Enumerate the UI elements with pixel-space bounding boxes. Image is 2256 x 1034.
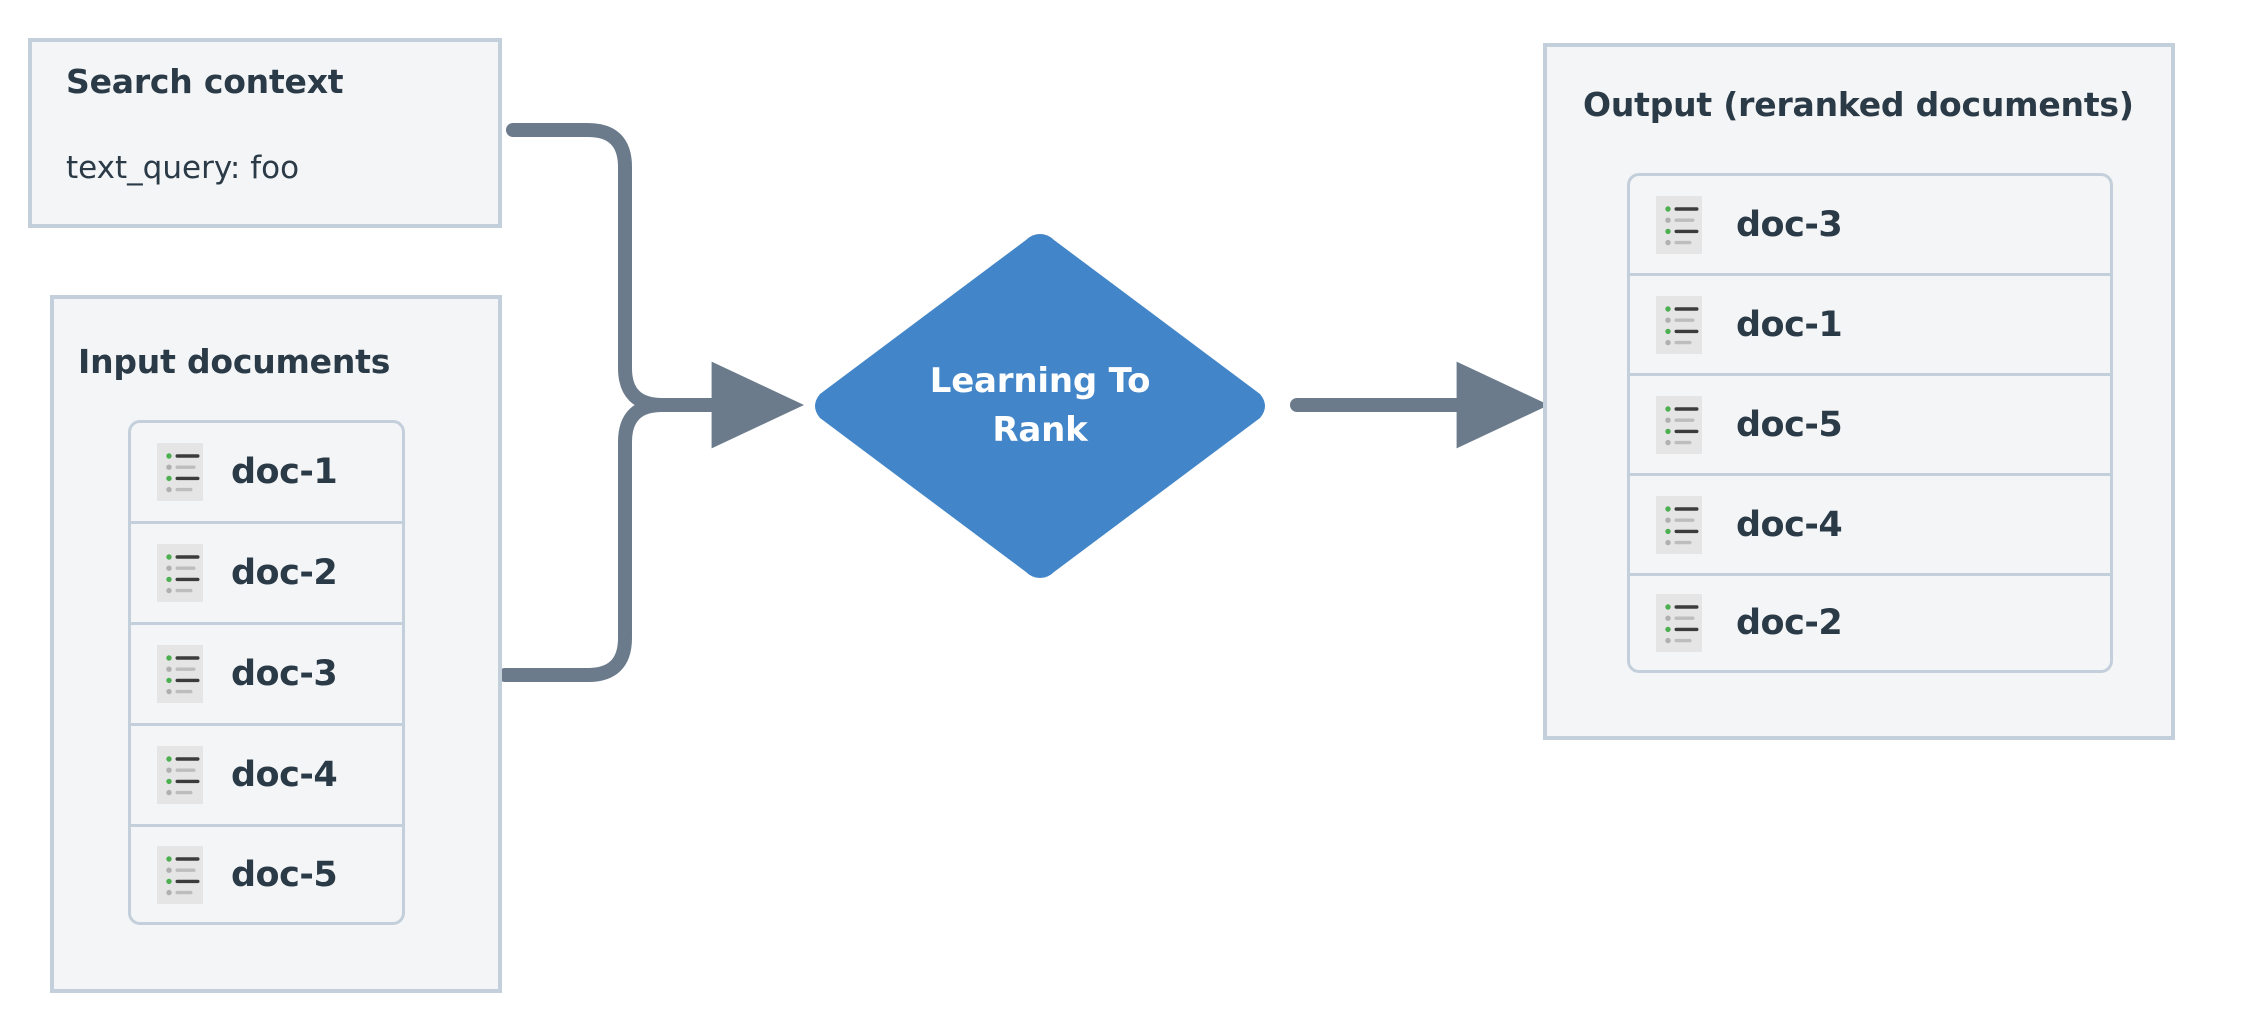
connector-input-documents-to-model [498, 398, 762, 682]
document-list-item[interactable]: doc-2 [1627, 573, 2113, 673]
document-list-item[interactable]: doc-5 [1627, 373, 2113, 473]
document-label: doc-1 [231, 452, 338, 492]
document-list-icon [1656, 495, 1702, 554]
document-list-icon [157, 443, 203, 501]
document-label: doc-3 [1736, 204, 1843, 245]
document-list-item[interactable]: doc-4 [128, 723, 405, 824]
document-list-icon [157, 845, 203, 904]
document-list-icon [157, 746, 203, 804]
input-documents-list: doc-1 doc-2 doc-3 doc-4 doc-5 [128, 420, 405, 925]
document-list-icon [1656, 295, 1702, 354]
document-list-icon [157, 645, 203, 703]
document-list-icon [1656, 395, 1702, 454]
document-label: doc-3 [231, 654, 338, 694]
input-documents-title: Input documents [78, 342, 391, 381]
connector-search-context-to-model [506, 123, 805, 449]
document-list-item[interactable]: doc-1 [1627, 273, 2113, 373]
output-documents-list: doc-3 doc-1 doc-5 doc-4 doc-2 [1627, 173, 2113, 673]
document-label: doc-2 [1736, 603, 1843, 643]
output-title: Output (reranked documents) [1583, 85, 2134, 124]
learning-to-rank-node[interactable]: Learning To Rank [808, 228, 1272, 584]
search-context-query-text: text_query: foo [66, 150, 300, 186]
document-label: doc-2 [231, 553, 338, 593]
diamond-shape [815, 234, 1265, 578]
search-context-title: Search context [66, 62, 344, 101]
document-list-icon [1656, 594, 1702, 652]
search-context-panel [28, 38, 502, 228]
document-label: doc-4 [1736, 504, 1843, 545]
document-list-item[interactable]: doc-3 [128, 622, 405, 723]
document-label: doc-5 [231, 854, 338, 895]
document-label: doc-5 [1736, 404, 1843, 445]
document-list-item[interactable]: doc-2 [128, 521, 405, 622]
document-list-item[interactable]: doc-1 [128, 420, 405, 521]
document-list-item[interactable]: doc-5 [128, 824, 405, 925]
document-label: doc-1 [1736, 304, 1843, 345]
document-list-icon [157, 544, 203, 602]
document-label: doc-4 [231, 755, 338, 795]
document-list-icon [1656, 195, 1702, 254]
document-list-item[interactable]: doc-4 [1627, 473, 2113, 573]
document-list-item[interactable]: doc-3 [1627, 173, 2113, 273]
